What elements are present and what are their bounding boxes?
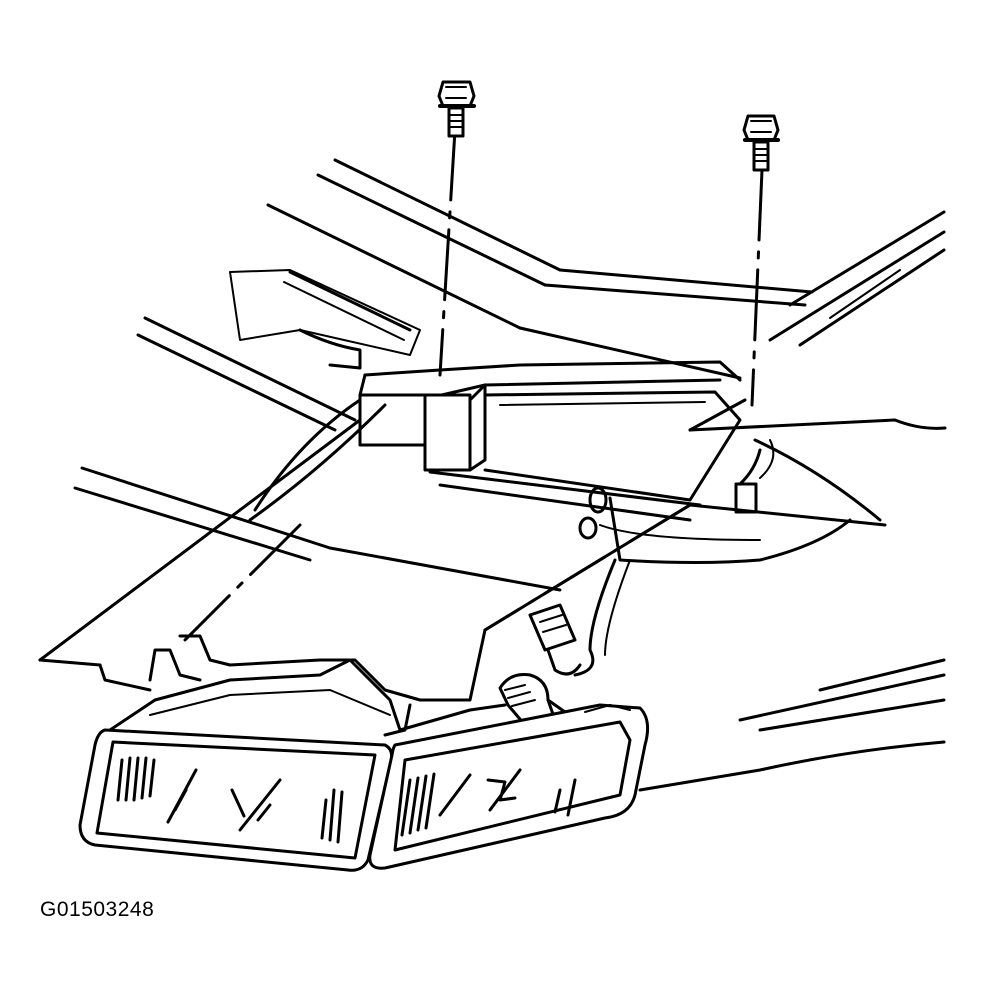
- bolt-left: [437, 80, 476, 138]
- vehicle-body-lines: [73, 158, 947, 792]
- bulb-socket: [498, 673, 572, 732]
- headlamp-lens-optics: [116, 756, 344, 844]
- figure-id-label: G01503248: [40, 898, 155, 921]
- marker-lens-optics: [400, 768, 577, 837]
- bolt-right: [742, 114, 780, 172]
- radiator-support: [229, 269, 852, 564]
- alignment-lines: [183, 128, 764, 642]
- headlamp-assembly: [78, 658, 650, 872]
- wire-harness: [528, 439, 775, 677]
